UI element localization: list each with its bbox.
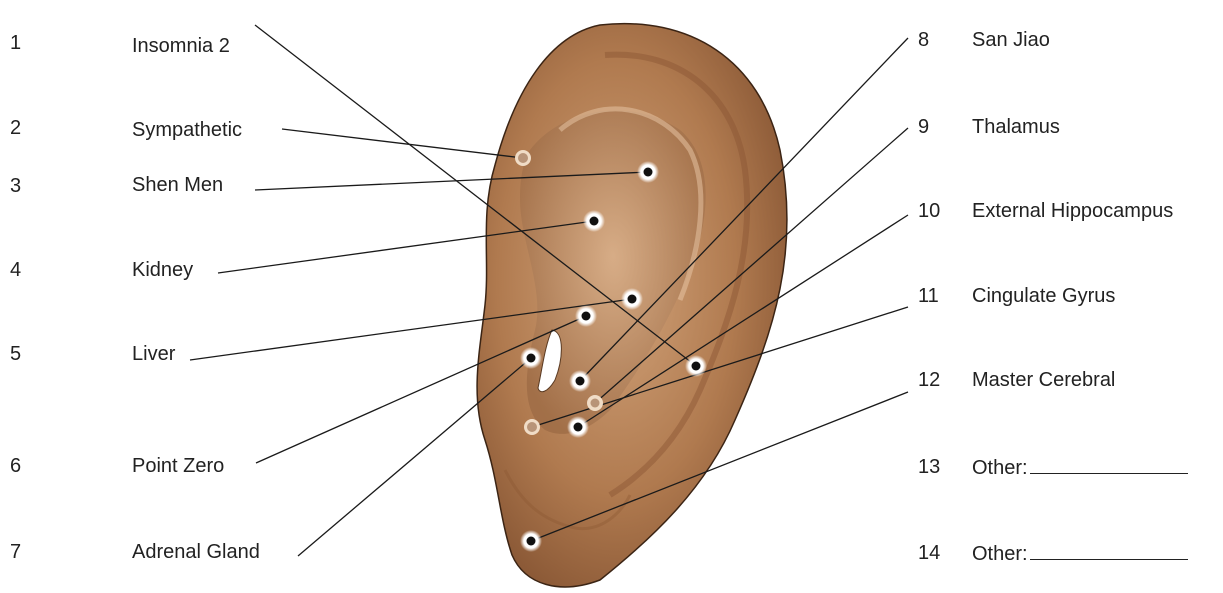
point-label-master-cerebral: Master Cerebral — [972, 368, 1115, 392]
point-number: 5 — [10, 342, 21, 366]
point-label-san-jiao: San Jiao — [972, 28, 1050, 52]
acupoint-adrenal-gland — [520, 347, 542, 369]
acupoint-external-hippocampus — [567, 416, 589, 438]
point-label-liver: Liver — [132, 342, 175, 366]
acupoint-insomnia-2 — [685, 355, 707, 377]
acupoint-liver — [621, 288, 643, 310]
point-label-shen-men: Shen Men — [132, 173, 223, 197]
fill-in-blank[interactable] — [1030, 541, 1188, 560]
acupoint-sympathetic — [515, 150, 531, 166]
point-label-thalamus: Thalamus — [972, 115, 1060, 139]
acupoint-cingulate-gyrus — [524, 419, 540, 435]
fill-in-blank[interactable] — [1030, 455, 1188, 474]
acupoint-shen-men — [637, 161, 659, 183]
point-number: 4 — [10, 258, 21, 282]
point-number: 13 — [918, 455, 940, 479]
point-label-sympathetic: Sympathetic — [132, 118, 242, 142]
point-number: 1 — [10, 31, 21, 55]
point-label-other-13: Other: — [972, 455, 1188, 480]
point-label-insomnia-2: Insomnia 2 — [132, 34, 230, 58]
point-label-adrenal-gland: Adrenal Gland — [132, 540, 260, 564]
point-number: 9 — [918, 115, 929, 139]
point-label-other-14: Other: — [972, 541, 1188, 566]
acupoint-san-jiao — [569, 370, 591, 392]
point-number: 6 — [10, 454, 21, 478]
point-number: 12 — [918, 368, 940, 392]
other-label: Other: — [972, 543, 1028, 565]
other-label: Other: — [972, 457, 1028, 479]
point-label-external-hippocampus: External Hippocampus — [972, 199, 1173, 223]
point-number: 11 — [918, 284, 939, 308]
point-number: 3 — [10, 174, 21, 198]
leader-line-2 — [282, 129, 523, 158]
point-number: 14 — [918, 541, 940, 565]
point-number: 7 — [10, 540, 21, 564]
point-label-cingulate-gyrus: Cingulate Gyrus — [972, 284, 1115, 308]
acupoint-kidney — [583, 210, 605, 232]
point-number: 10 — [918, 199, 940, 223]
acupoint-point-zero — [575, 305, 597, 327]
acupoint-master-cerebral — [520, 530, 542, 552]
point-label-point-zero: Point Zero — [132, 454, 224, 478]
point-number: 8 — [918, 28, 929, 52]
point-number: 2 — [10, 116, 21, 140]
point-label-kidney: Kidney — [132, 258, 193, 282]
acupoint-thalamus — [587, 395, 603, 411]
